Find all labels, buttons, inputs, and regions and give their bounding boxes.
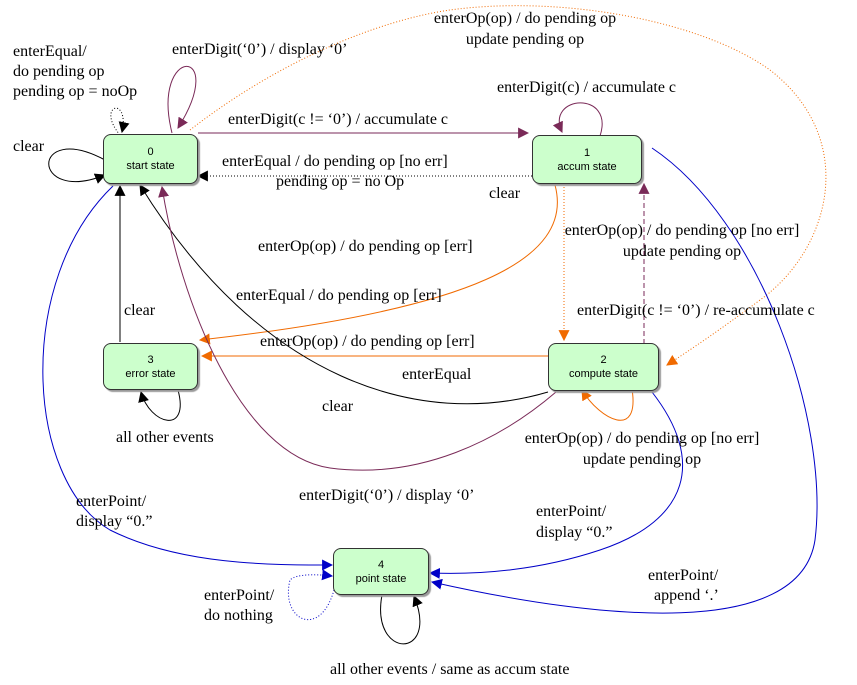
state-2-id: 2: [600, 354, 607, 366]
label-op-1-3: enterOp(op) / do pending op [err]: [258, 238, 473, 255]
edge-2-0-digit0: [158, 185, 557, 471]
state-0-id: 0: [147, 146, 154, 158]
edge-4-other-loop: [380, 594, 423, 645]
label-enterEqual-0b: do pending op: [13, 63, 105, 80]
label-point-2-4-b: display “0.”: [536, 524, 613, 541]
state-3-id: 3: [147, 353, 154, 366]
state-0: 0 start state: [103, 134, 198, 184]
edge-1-4-point: [430, 147, 818, 614]
label-point-2-4-a: enterPoint/: [536, 503, 607, 520]
label-clear-1: clear: [489, 185, 521, 202]
label-point-loop-a: enterPoint/: [204, 587, 275, 604]
label-op-2-loop-a: enterOp(op) / do pending op [no err]: [524, 430, 760, 447]
label-op-0-2-b: update pending op: [465, 31, 585, 48]
label-op-0-2-a: enterOp(op) / do pending op: [433, 10, 617, 27]
label-equal-1-0-b: pending op = no Op: [276, 173, 405, 190]
label-other-4: all other events / same as accum state: [330, 661, 570, 678]
label-point-0-4-b: display “0.”: [76, 513, 153, 530]
label-clear-2: clear: [322, 398, 354, 415]
label-point-0-4-a: enterPoint/: [76, 493, 147, 510]
edge-2-0-clear: [139, 184, 549, 405]
label-op-2-3: enterOp(op) / do pending op [err]: [260, 333, 475, 350]
label-accum-loop-1: enterDigit(c) / accumulate c: [497, 79, 677, 96]
label-op-2-loop-b: update pending op: [582, 451, 702, 468]
state-4-name: point state: [355, 572, 407, 585]
label-equal-1-0-a: enterEqual / do pending op [no err]: [222, 153, 448, 170]
edge-4-point-loop: [287, 569, 335, 621]
state-3-name: error state: [125, 367, 176, 380]
edge-3-other-loop: [138, 389, 181, 421]
label-digit0-2-0: enterDigit(‘0’) / display ‘0’: [299, 487, 475, 504]
label-enterEqual-0a: enterEqual/: [13, 43, 87, 60]
label-equal-1-3: enterEqual / do pending op [err]: [236, 287, 442, 304]
edge-2-op-loop: [581, 388, 634, 421]
label-other-3: all other events: [116, 429, 214, 446]
label-op-1-2-b: update pending op: [622, 243, 742, 260]
edge-0-clear-loop: [48, 148, 107, 184]
label-enterEqual-0c: pending op = noOp: [13, 83, 138, 100]
state-1: 1 accum state: [532, 135, 642, 184]
edge-0-equal-loop: [110, 107, 130, 136]
label-op-1-2-a: enterOp(op) / do pending op [no err]: [564, 222, 800, 239]
edge-0-2-op: [189, 5, 827, 366]
state-3: 3 error state: [103, 343, 198, 390]
edge-0-digit0-loop: [167, 65, 197, 134]
label-point-1-4-a: enterPoint/: [648, 567, 719, 584]
edge-0-4-point: [42, 185, 334, 571]
edge-1-3-op: [198, 184, 558, 345]
state-2-name: compute state: [568, 368, 639, 380]
label-equal-2-3: enterEqual: [402, 366, 472, 383]
state-4: 4 point state: [333, 548, 429, 595]
label-reaccum-2-1: enterDigit(c != ‘0’) / re-accumulate c: [577, 302, 815, 319]
edge-1-accum-loop: [552, 102, 603, 137]
state-2: 2 compute state: [548, 343, 659, 391]
label-clear-3: clear: [124, 302, 156, 319]
label-digit-0-1: enterDigit(c != ‘0’) / accumulate c: [228, 111, 449, 128]
label-point-1-4-b: append ‘.’: [654, 587, 719, 604]
label-point-loop-b: do nothing: [204, 607, 273, 624]
state-1-name: accum state: [557, 160, 617, 173]
state-0-name: start state: [126, 160, 175, 172]
label-digit0-loop-0: enterDigit(‘0’) / display ‘0’: [172, 41, 348, 58]
state-1-id: 1: [583, 146, 591, 159]
state-4-id: 4: [377, 558, 385, 571]
label-clear-0: clear: [13, 138, 45, 155]
edge-2-4-point: [428, 391, 684, 579]
